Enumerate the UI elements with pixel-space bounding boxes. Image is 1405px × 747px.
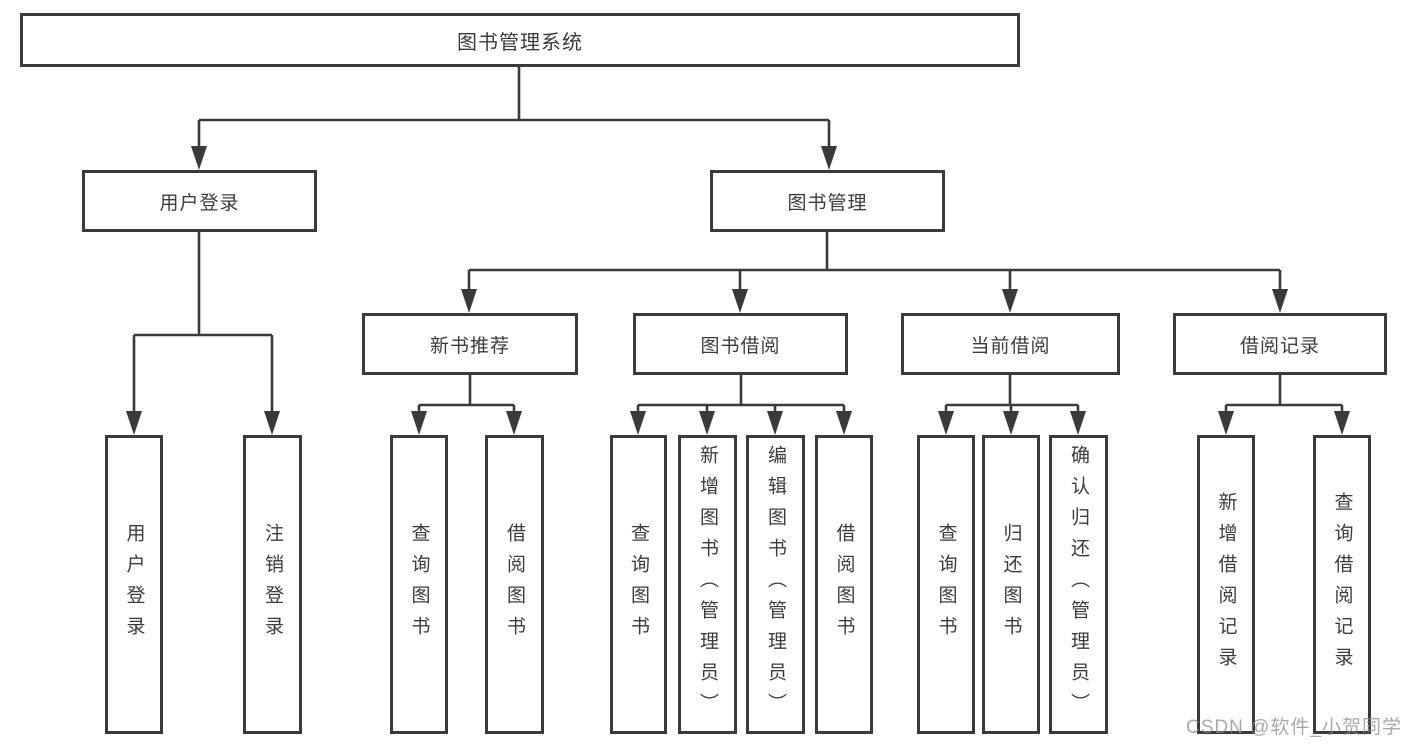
leaf-confirm-return-admin: 确认归还（管理员） xyxy=(1049,435,1108,734)
node-label: 归还图书 xyxy=(1000,522,1022,647)
node-label: 查询图书 xyxy=(408,522,430,647)
node-label: 编辑图书（管理员） xyxy=(765,445,786,724)
arrowhead xyxy=(767,411,783,435)
leaf-user-login: 用户登录 xyxy=(105,435,163,734)
arrowhead xyxy=(506,411,522,435)
node-label: 用户登录 xyxy=(123,522,145,647)
arrowhead xyxy=(821,146,837,170)
leaf-return-books: 归还图书 xyxy=(982,435,1040,734)
node-label: 确认归还（管理员） xyxy=(1068,445,1089,724)
node-new-book-recommend: 新书推荐 xyxy=(362,313,578,375)
node-current-borrow: 当前借阅 xyxy=(901,313,1120,375)
leaf-add-borrow-record: 新增借阅记录 xyxy=(1197,435,1255,734)
node-user-login: 用户登录 xyxy=(82,170,317,232)
node-book-management: 图书管理 xyxy=(710,170,945,232)
node-label: 查询借阅记录 xyxy=(1331,491,1353,678)
arrowhead xyxy=(1002,289,1018,313)
arrowhead xyxy=(264,411,280,435)
arrowhead xyxy=(1070,411,1086,435)
leaf-query-books: 查询图书 xyxy=(390,435,448,734)
node-label: 借阅图书 xyxy=(833,522,855,647)
arrowhead xyxy=(1218,411,1234,435)
node-label: 查询图书 xyxy=(935,522,957,647)
arrowhead xyxy=(411,411,427,435)
node-label: 注销登录 xyxy=(262,522,283,647)
arrowhead xyxy=(1003,411,1019,435)
connector-book-borrow-to-leaves xyxy=(630,375,852,435)
node-label: 当前借阅 xyxy=(970,335,1051,357)
leaf-logout: 注销登录 xyxy=(243,435,302,734)
leaf-query-borrow-record: 查询借阅记录 xyxy=(1313,435,1371,734)
arrowhead xyxy=(836,411,852,435)
arrowhead xyxy=(461,289,477,313)
connector-borrow-records-to-leaves xyxy=(1218,375,1350,435)
node-label: 用户登录 xyxy=(159,192,240,214)
node-borrow-records: 借阅记录 xyxy=(1173,313,1387,375)
connector-new-book-recommend-to-leaves xyxy=(411,375,522,435)
arrowhead xyxy=(630,411,646,435)
connector-book-management-to-level3 xyxy=(461,232,1288,313)
arrowhead xyxy=(699,411,715,435)
node-label: 借阅记录 xyxy=(1239,335,1320,357)
node-label: 新书推荐 xyxy=(429,335,510,357)
leaf-borrow-books-2: 借阅图书 xyxy=(815,435,873,734)
arrowhead xyxy=(1272,289,1288,313)
leaf-query-books-3: 查询图书 xyxy=(917,435,975,734)
leaf-edit-books-admin: 编辑图书（管理员） xyxy=(746,435,805,734)
node-book-borrow: 图书借阅 xyxy=(633,313,848,375)
connector-user-login-to-leaves xyxy=(126,232,280,435)
node-label: 新增图书（管理员） xyxy=(697,445,718,724)
node-label: 图书管理系统 xyxy=(457,31,583,54)
node-label: 新增借阅记录 xyxy=(1215,491,1237,678)
csdn-watermark: CSDN @软件_小贺同学 xyxy=(1186,717,1402,738)
leaf-query-books-2: 查询图书 xyxy=(610,435,667,734)
node-label: 借阅图书 xyxy=(504,522,525,647)
leaf-borrow-books: 借阅图书 xyxy=(485,435,544,734)
leaf-add-books-admin: 新增图书（管理员） xyxy=(678,435,737,734)
connector-current-borrow-to-leaves xyxy=(938,375,1086,435)
node-label: 查询图书 xyxy=(628,522,649,647)
node-label: 图书管理 xyxy=(787,192,868,214)
arrowhead xyxy=(126,411,142,435)
node-label: 图书借阅 xyxy=(700,335,781,357)
arrowhead xyxy=(732,289,748,313)
connector-root-to-level2 xyxy=(191,67,837,170)
arrowhead xyxy=(191,146,207,170)
node-library-management-system: 图书管理系统 xyxy=(20,13,1020,67)
arrowhead xyxy=(1334,411,1350,435)
arrowhead xyxy=(938,411,954,435)
